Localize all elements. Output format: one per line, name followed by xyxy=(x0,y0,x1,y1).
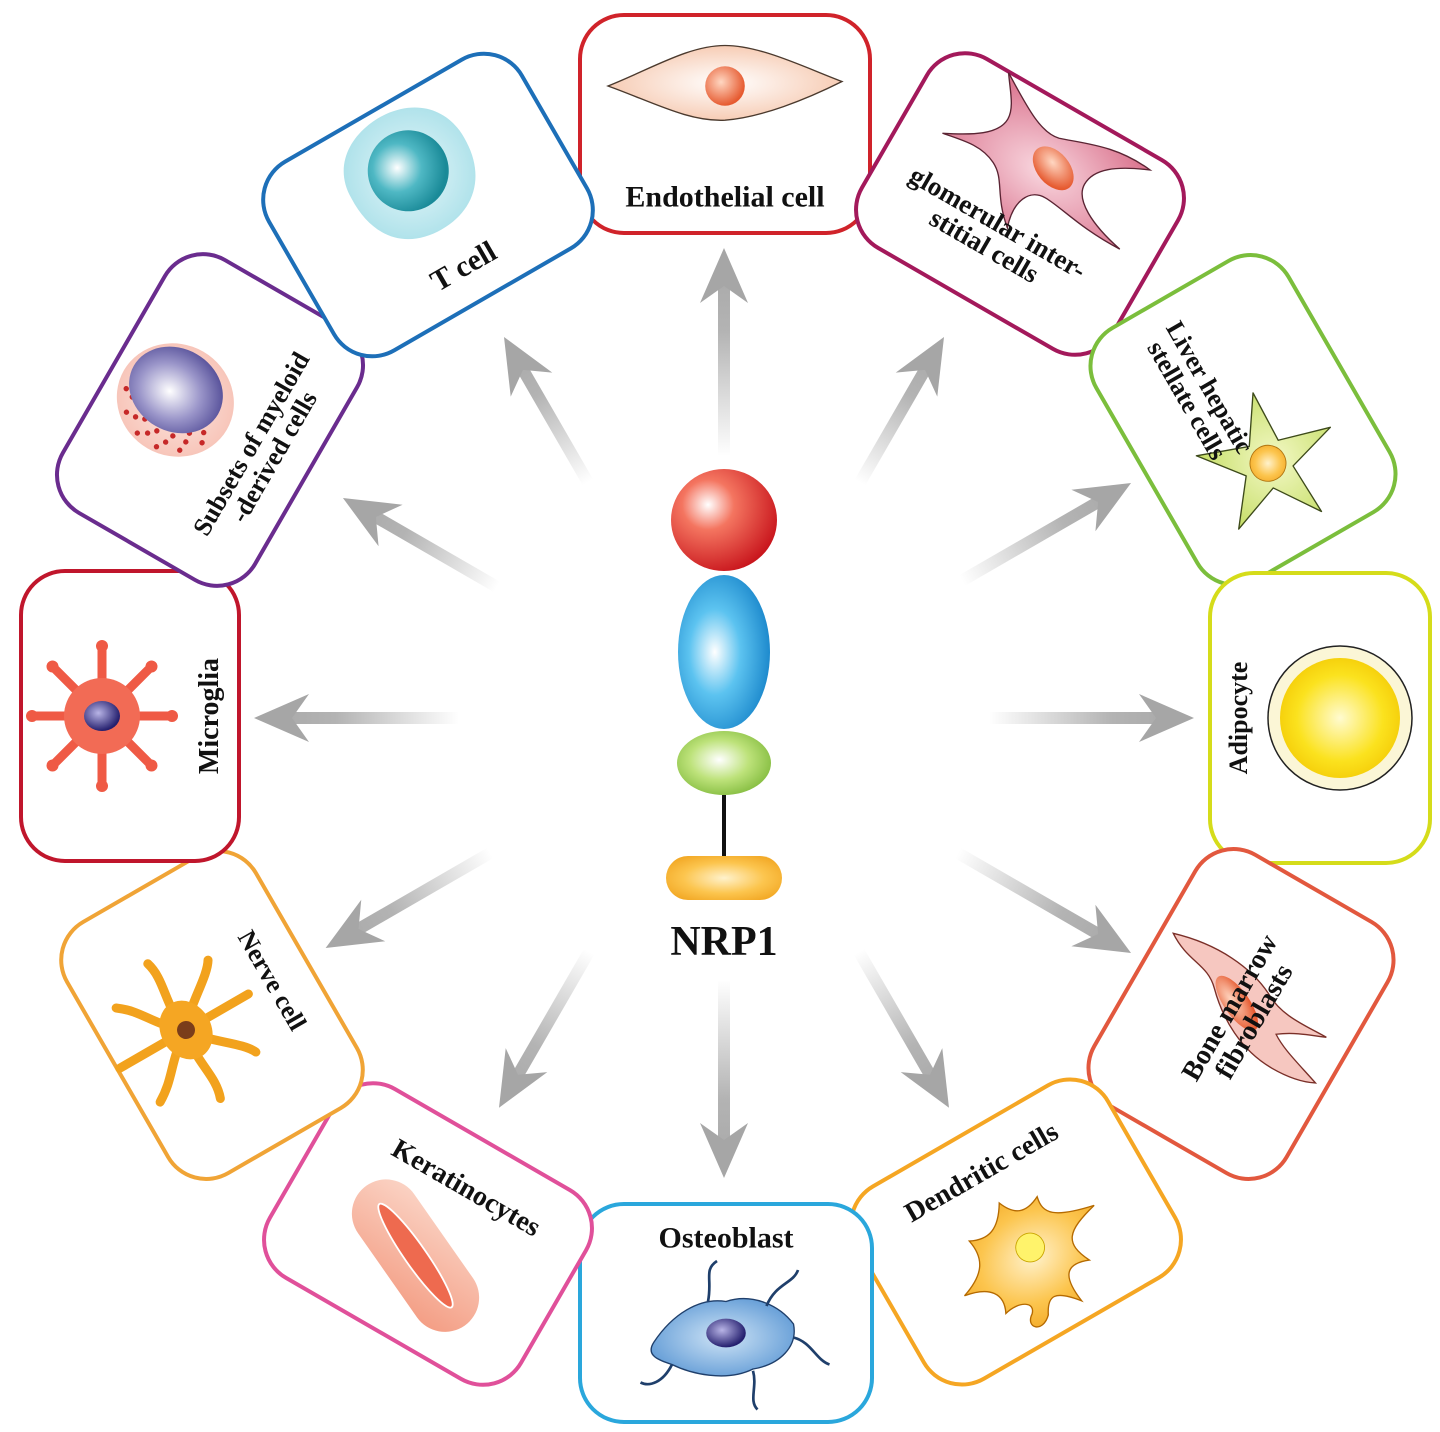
node-box xyxy=(854,51,1186,357)
arrow-shaft xyxy=(854,363,933,486)
arrow-head xyxy=(1071,904,1132,953)
arrow-shaft xyxy=(369,509,501,593)
arrow-head xyxy=(900,1048,949,1108)
node-myeloid: Subsets of myeloid-derived cells xyxy=(54,252,366,588)
nrp1-domain-a1a2 xyxy=(671,469,777,571)
nrp1-label: NRP1 xyxy=(670,919,777,965)
node-osteoblast: Osteoblast xyxy=(578,1202,874,1424)
arrow-head xyxy=(342,498,403,547)
nodes-group: Endothelial cell glomerular inter-stitial… xyxy=(19,13,1432,1424)
dendritic-cell-icon xyxy=(963,1195,1095,1328)
arrow-head xyxy=(700,248,748,303)
arrow-shaft xyxy=(352,847,494,937)
node-nerve: Nerve cell xyxy=(59,849,365,1181)
keratinocyte-icon xyxy=(351,1179,480,1332)
adipocyte-icon xyxy=(1267,645,1413,791)
arrow-head xyxy=(504,336,553,397)
node-glomerular: glomerular inter-stitial cells xyxy=(854,51,1186,357)
node-label-group: Adipocyte xyxy=(1224,662,1253,775)
arrow-head xyxy=(254,694,309,742)
node-microglia: Microglia xyxy=(19,569,241,863)
arrow-head xyxy=(1139,694,1194,742)
arrow-head xyxy=(499,1048,548,1108)
node-label: Endothelial cell xyxy=(625,181,824,214)
nrp1-intracellular-domain xyxy=(666,856,782,900)
arrow-head xyxy=(700,1123,748,1178)
nerve-cell-icon xyxy=(111,955,261,1107)
arrow-shaft xyxy=(510,948,595,1082)
node-label: Adipocyte xyxy=(1224,662,1253,775)
arrow-shaft xyxy=(853,948,938,1082)
node-endothelial: Endothelial cell xyxy=(578,13,872,235)
node-box xyxy=(1088,253,1398,587)
osteoblast-icon xyxy=(639,1259,831,1411)
fibroblast-icon xyxy=(1172,932,1327,1084)
arrow-shaft xyxy=(959,494,1105,586)
arrow-head xyxy=(1071,483,1132,532)
node-label: Microglia xyxy=(194,658,225,774)
node-label-group: Microglia xyxy=(194,658,225,774)
nrp1-protein: NRP1 xyxy=(666,469,782,965)
node-label: Osteoblast xyxy=(659,1222,794,1255)
nrp1-domain-b1b2 xyxy=(678,575,770,729)
arrows-group xyxy=(254,248,1194,1178)
arrow-shaft xyxy=(515,363,594,486)
arrow-head xyxy=(325,899,386,948)
microglia-icon xyxy=(26,640,178,792)
arrow-shaft xyxy=(954,847,1105,942)
node-t-cell: T cell xyxy=(261,51,595,359)
endothelial-cell-icon xyxy=(606,44,844,121)
stellate-cell-icon xyxy=(1195,392,1332,530)
nrp1-domain-mam xyxy=(677,731,771,795)
node-label-group: Endothelial cell xyxy=(625,181,824,214)
t-cell-icon xyxy=(343,107,476,240)
arrow-head xyxy=(895,336,944,397)
node-adipocyte: Adipocyte xyxy=(1208,571,1432,865)
myeloid-cell-icon xyxy=(116,343,234,457)
node-keratinocytes: Keratinocytes xyxy=(262,1081,594,1387)
node-label-group: Osteoblast xyxy=(659,1222,794,1255)
glomerular-interstitial-cell-icon xyxy=(942,72,1153,250)
